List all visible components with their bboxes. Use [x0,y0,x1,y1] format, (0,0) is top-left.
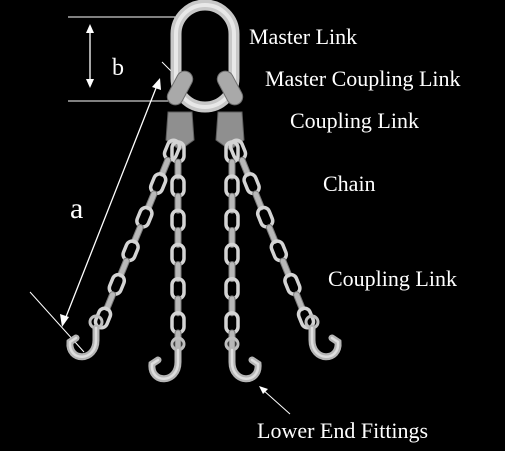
dimension-a [29,78,161,353]
dimension-b [68,16,183,102]
label-chain: Chain [323,171,376,196]
lower-end-fittings-leader [259,386,291,415]
leg-2 [148,140,186,383]
master-coupling-links [166,70,244,106]
label-master-coupling-link: Master Coupling Link [265,66,461,91]
leg-3 [224,140,262,383]
chain-link [238,156,251,177]
label-lower-end-fittings: Lower End Fittings [257,418,429,443]
chain-link [174,192,182,214]
chain-link [279,257,292,278]
chain-link [103,291,117,312]
label-coupling-link-upper: Coupling Link [290,108,419,133]
leg-1 [66,138,182,361]
chain-link [174,158,182,180]
chain-link [252,190,265,211]
dimension-label-a: a [70,192,84,225]
chain-link [228,192,236,214]
label-coupling-link-lower: Coupling Link [328,266,457,291]
chain-link [228,158,236,180]
chain-link [131,224,144,244]
chain-link [228,295,236,317]
chain-link [117,257,130,278]
dimension-label-b: b [112,55,124,81]
chain-link [228,261,236,283]
chain-link [174,295,182,317]
chain-legs [66,138,342,383]
chain-link [265,224,279,244]
chain-link [158,156,172,177]
chain-link [174,226,182,248]
chain-link [145,190,158,211]
master-link [170,0,240,113]
hook-highlight [230,348,260,380]
hook-highlight [68,326,98,358]
hook-highlight [150,348,180,380]
leg-4 [228,138,342,361]
chain-link [174,261,182,283]
chain-link [228,226,236,248]
label-master-link: Master Link [249,24,358,49]
chain-link [293,291,306,312]
hook-highlight [310,326,340,358]
